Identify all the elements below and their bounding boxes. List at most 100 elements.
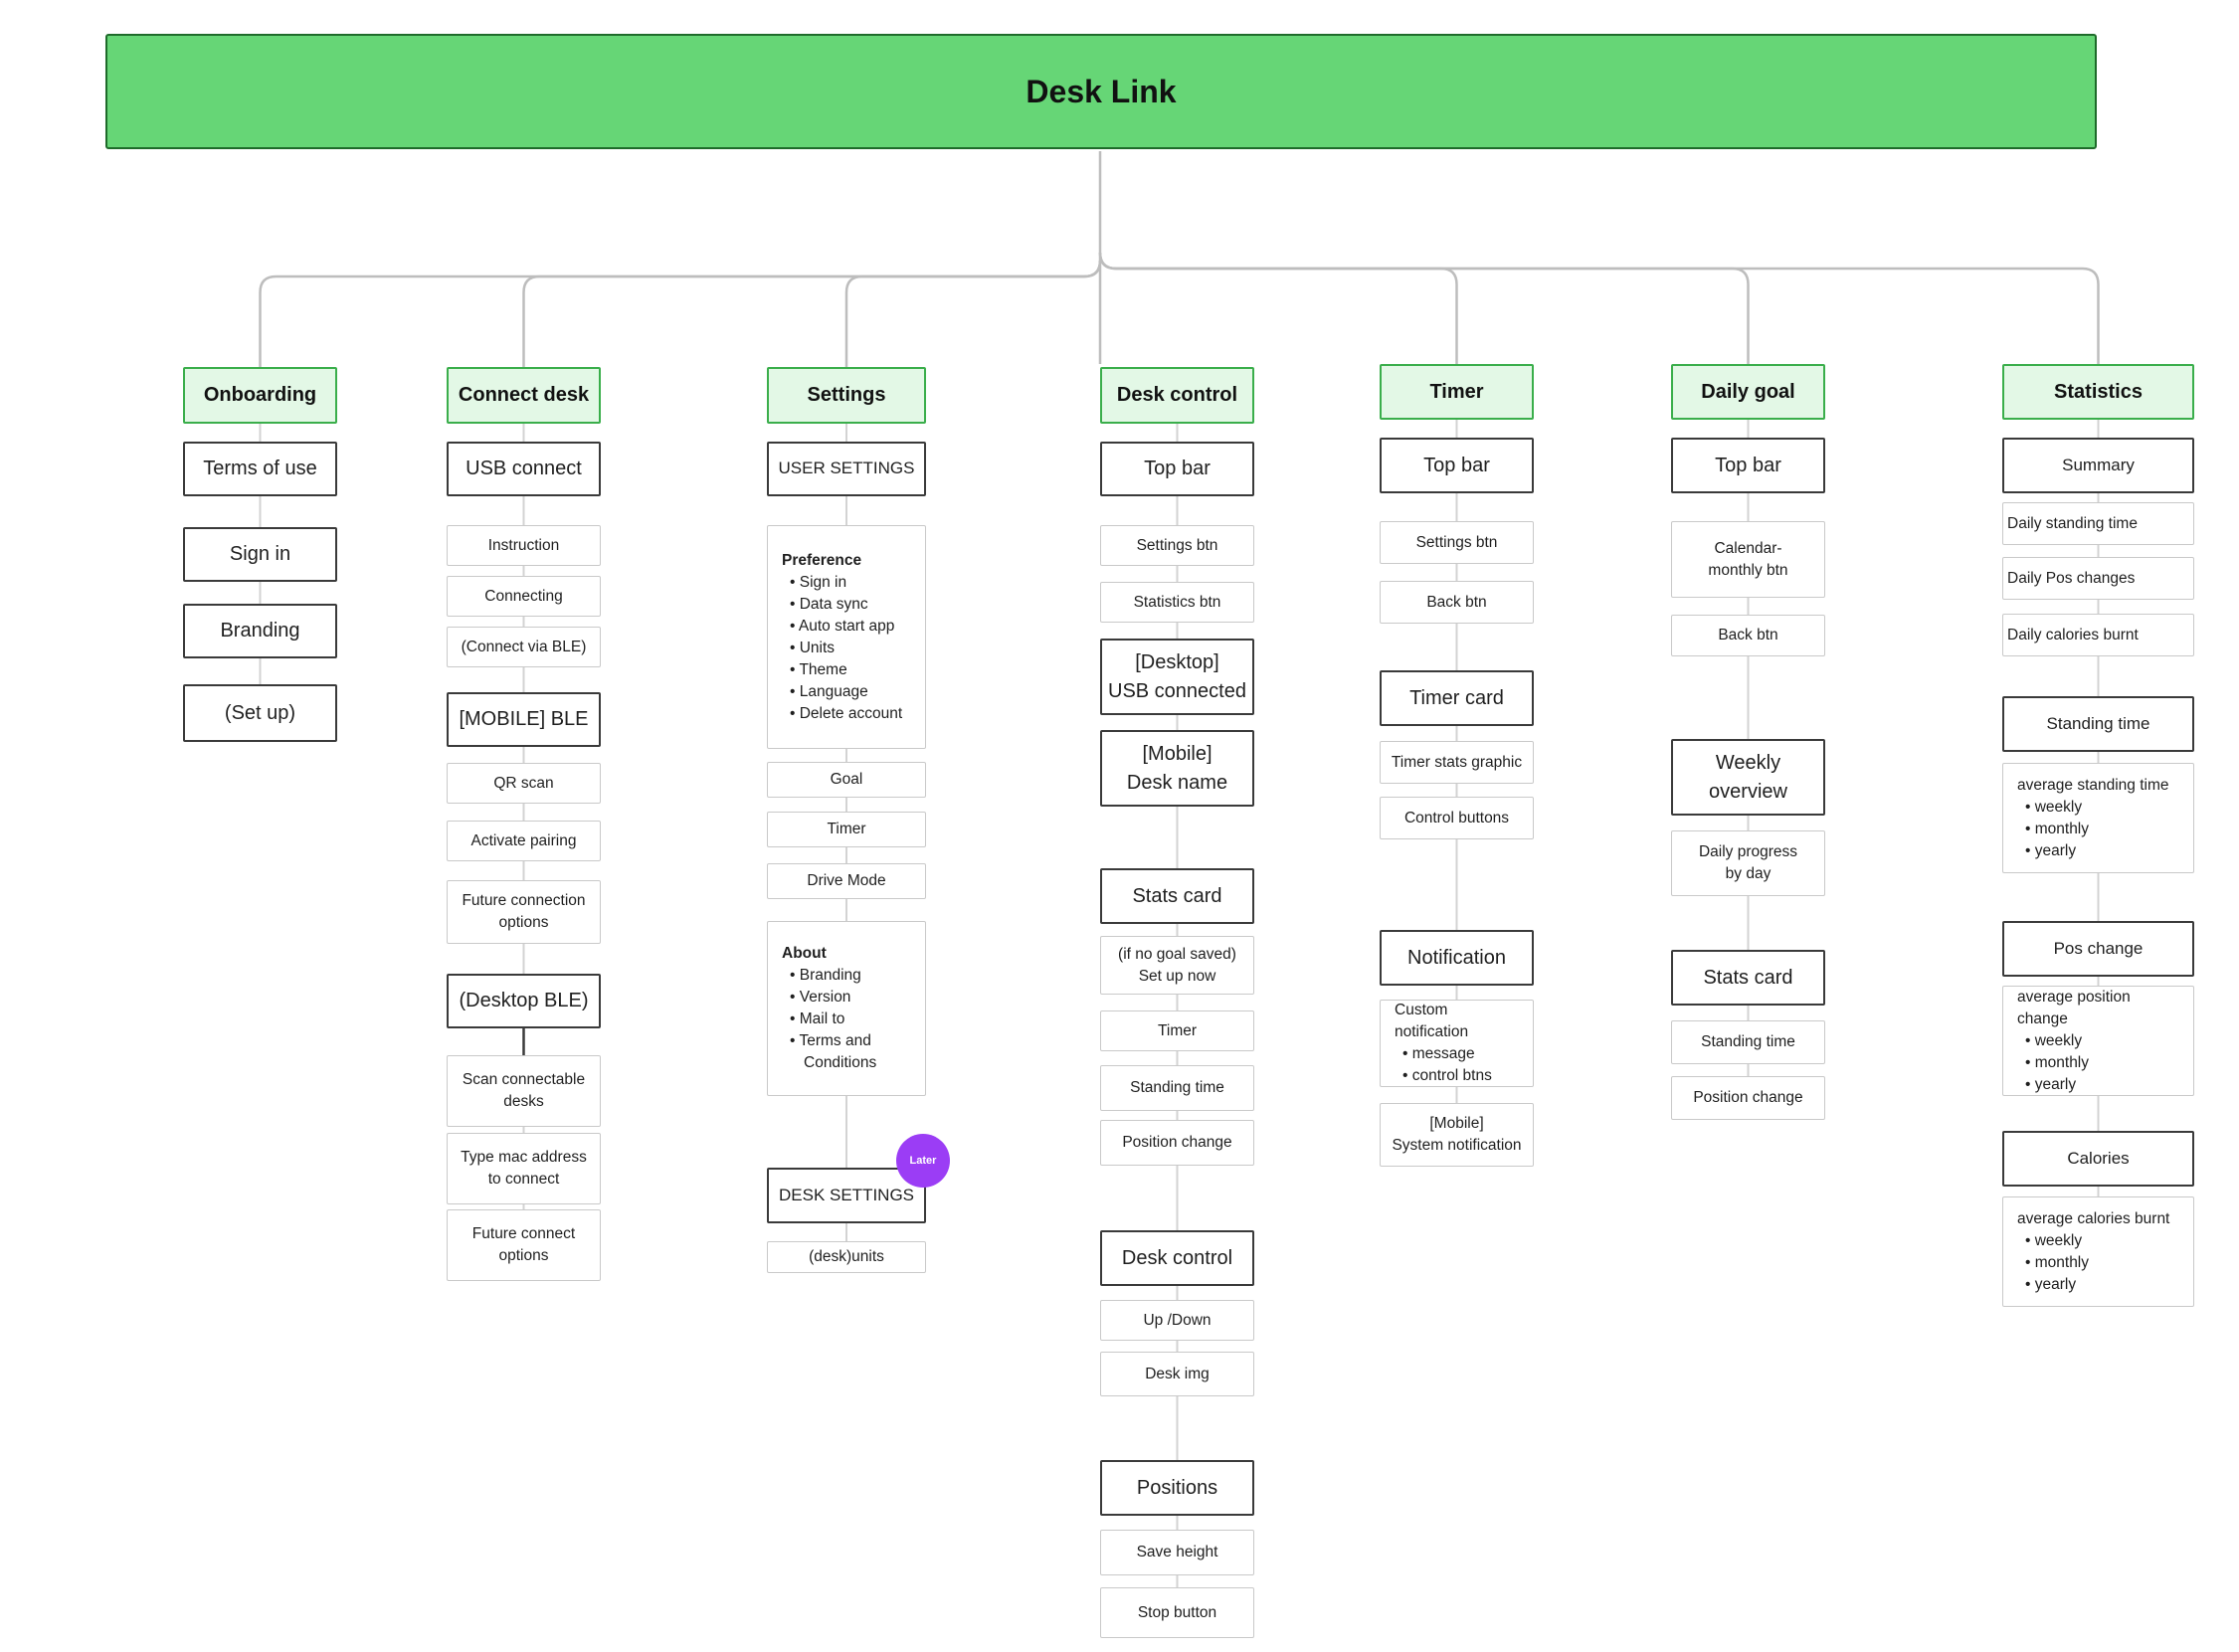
node-summary: Summary — [2002, 438, 2194, 493]
node-label-line: by day — [1725, 865, 1772, 882]
node-label: Daily Pos changes — [2007, 569, 2136, 587]
node-label-line: [Mobile] — [1142, 743, 1213, 766]
node-label-line: [Desktop] — [1135, 651, 1219, 674]
node-label: Settings btn — [1415, 533, 1498, 551]
node-positions: Positions — [1100, 1460, 1254, 1516]
list-bullet: • Auto start app — [790, 617, 895, 635]
node-top-bar: Top bar — [1380, 438, 1534, 493]
node-label: QR scan — [493, 774, 554, 792]
node-desktop-ble: (Desktop BLE) — [447, 974, 601, 1028]
node-save-height: Save height — [1100, 1530, 1254, 1575]
node-label: Stop button — [1137, 1603, 1217, 1621]
node-settings-btn: Settings btn — [1380, 521, 1534, 564]
node-set-up: (Set up) — [183, 684, 337, 742]
node-mobile-system-notification: [Mobile]System notification — [1380, 1103, 1534, 1167]
node-label: Standing time — [1130, 1079, 1224, 1096]
list-node-preference: Preference• Sign in• Data sync• Auto sta… — [767, 525, 926, 749]
node-label-line: desks — [503, 1093, 544, 1110]
node-label: Daily standing time — [2007, 514, 2138, 532]
node-calories: Calories — [2002, 1131, 2194, 1187]
root-title: Desk Link — [1026, 73, 1177, 109]
node-calendar-monthly-btn: Calendar-monthly btn — [1671, 521, 1825, 598]
list-heading: average calories burnt — [2017, 1209, 2170, 1227]
list-node-about: About• Branding• Version• Mail to• Terms… — [767, 921, 926, 1096]
node-label-line: Future connection — [462, 892, 586, 909]
list-node-average-position-change: average position change• weekly• monthly… — [2002, 986, 2194, 1096]
node-top-bar: Top bar — [1100, 442, 1254, 496]
node-label: Standing time — [2046, 713, 2150, 733]
node-mobile-desk-name: [Mobile]Desk name — [1100, 730, 1254, 807]
node-label-line: Calendar- — [1714, 539, 1782, 557]
node-label-line: overview — [1709, 780, 1787, 803]
node-stats-card: Stats card — [1671, 950, 1825, 1006]
node-label: Connecting — [484, 587, 563, 605]
node-branding: Branding — [183, 604, 337, 658]
node-standing-time: Standing time — [2002, 696, 2194, 752]
node-label: Stats card — [1132, 884, 1222, 907]
list-bullet: • yearly — [2025, 1075, 2077, 1093]
node-label: Desk img — [1145, 1365, 1210, 1382]
list-bullet: • Terms and Conditions — [790, 1032, 877, 1071]
node-back-btn: Back btn — [1380, 581, 1534, 624]
list-bullet: • control btns — [1402, 1067, 1492, 1084]
node-label-line: [Mobile] — [1429, 1115, 1484, 1132]
node-timer-card: Timer card — [1380, 670, 1534, 726]
list-bullet: • yearly — [2025, 841, 2077, 859]
node-label: Top bar — [1715, 454, 1781, 476]
node-scan-connectable-desks: Scan connectable desks — [447, 1055, 601, 1127]
list-bullet: • message — [1402, 1045, 1475, 1062]
node-standing-time: Standing time — [1671, 1020, 1825, 1064]
list-bullet: • Theme — [790, 660, 847, 678]
node-label: Standing time — [1701, 1033, 1795, 1050]
node-label: Timer stats graphic — [1391, 753, 1523, 771]
node-label-line: (if no goal saved) — [1118, 945, 1236, 963]
node-label: Calories — [2067, 1148, 2130, 1168]
node-drive-mode: Drive Mode — [767, 863, 926, 899]
list-bullet: • weekly — [2025, 798, 2083, 816]
node-qr-scan: QR scan — [447, 763, 601, 804]
list-node-average-standing-time: average standing time• weekly• monthly• … — [2002, 763, 2194, 873]
node-label: Timer — [1157, 1021, 1198, 1039]
list-bullet: • Mail to — [790, 1010, 845, 1027]
node-label: Stats card — [1703, 966, 1793, 989]
node-desk-units: (desk)units — [767, 1241, 926, 1273]
node-statistics-btn: Statistics btn — [1100, 582, 1254, 623]
node-daily-standing-time: Daily standing time — [2002, 502, 2194, 545]
category-onboarding: Onboarding — [183, 367, 337, 424]
node-usb-connect: USB connect — [447, 442, 601, 496]
node-label: Position change — [1693, 1089, 1803, 1106]
node-label: Settings btn — [1136, 536, 1218, 554]
node-sign-in: Sign in — [183, 527, 337, 582]
category-statistics: Statistics — [2002, 364, 2194, 420]
node-label: USB connect — [466, 458, 582, 480]
category-label: Onboarding — [203, 384, 317, 407]
node-label-line: USB connected — [1108, 679, 1246, 702]
node-label: Sign in — [229, 543, 291, 566]
node-activate-pairing: Activate pairing — [447, 821, 601, 861]
node-label: Notification — [1407, 946, 1506, 969]
node-stop-button: Stop button — [1100, 1587, 1254, 1638]
node-timer-stats-graphic: Timer stats graphic — [1380, 741, 1534, 784]
list-heading: About — [782, 945, 827, 962]
list-bullet: • Language — [790, 682, 868, 700]
node-label: Up /Down — [1143, 1311, 1212, 1329]
list-bullet: • monthly — [2025, 1253, 2090, 1271]
connector-line — [1098, 252, 2100, 364]
node-label: Drive Mode — [807, 872, 886, 889]
connector-line — [844, 260, 1102, 367]
node-daily-calories-burnt: Daily calories burnt — [2002, 614, 2194, 656]
category-label: Connect desk — [458, 384, 590, 407]
node-label: Control buttons — [1403, 809, 1510, 826]
list-bullet: • Delete account — [790, 704, 903, 722]
node-if-no-goal-saved-set-up-now: (if no goal saved)Set up now — [1100, 936, 1254, 995]
node-position-change: Position change — [1671, 1076, 1825, 1120]
node-label: Top bar — [1423, 454, 1490, 476]
node-label-line: Scan connectable — [462, 1071, 586, 1088]
node-label: Statistics btn — [1133, 593, 1221, 611]
node-label-line: options — [498, 1247, 549, 1264]
category-settings: Settings — [767, 367, 926, 424]
